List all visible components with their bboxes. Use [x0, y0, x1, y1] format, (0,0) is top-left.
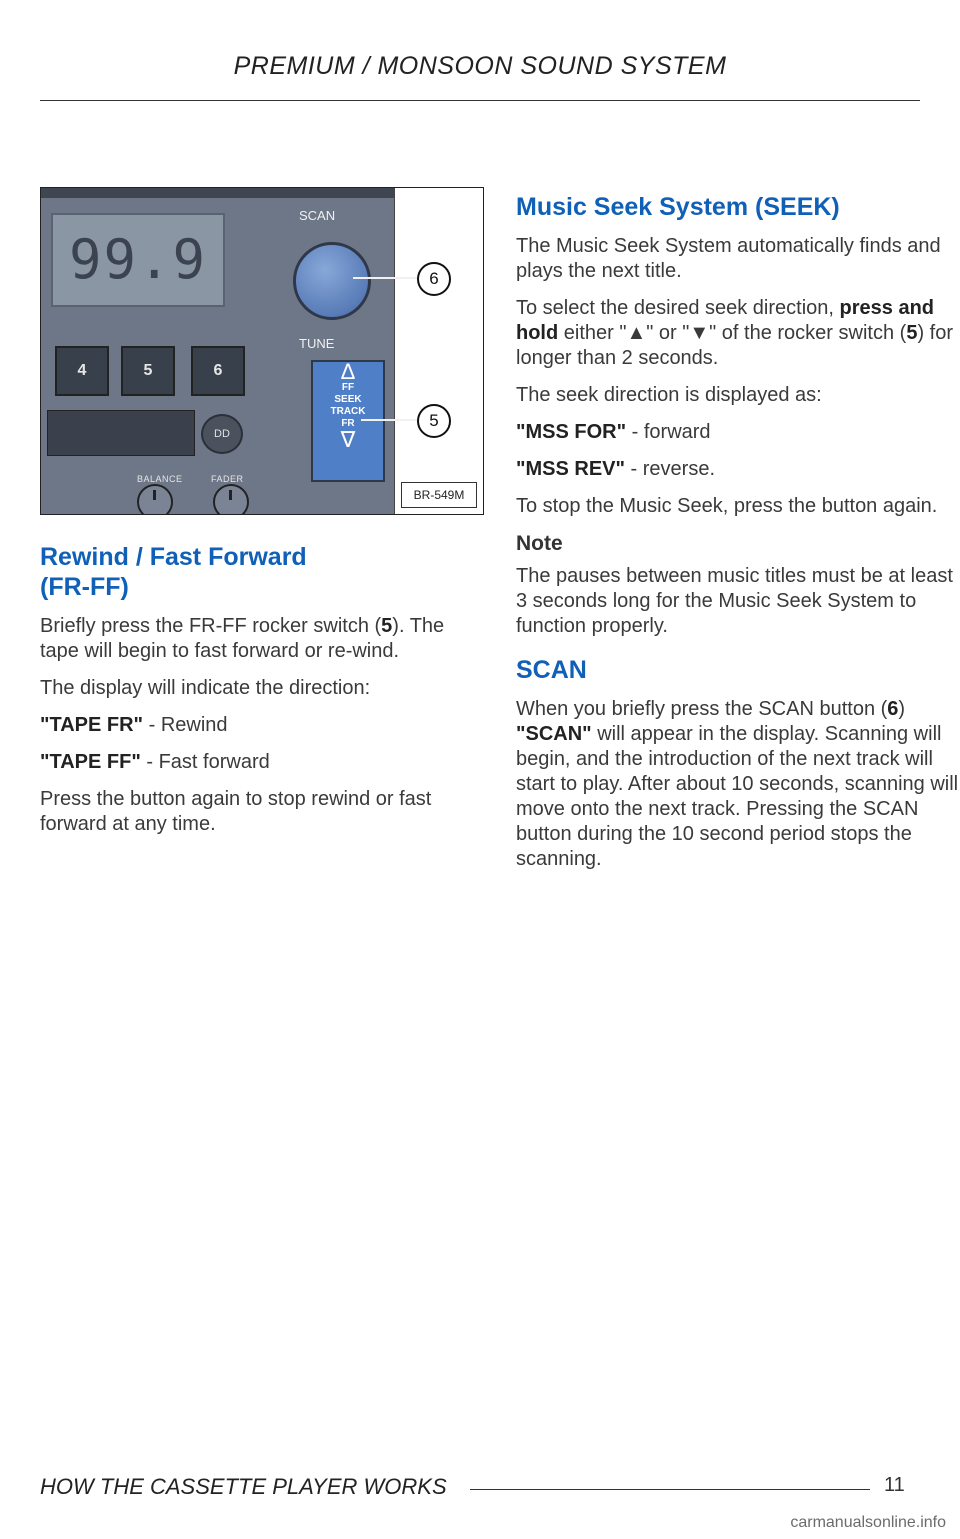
rewind-ff-title: Rewind / Fast Forward: [40, 543, 307, 571]
page-number: 11: [884, 1474, 905, 1496]
mss-rev-line: "MSS REV" - reverse.: [516, 458, 716, 480]
figure-white-margin: [394, 188, 483, 514]
balance-label: BALANCE: [137, 474, 183, 484]
scan-heading: SCAN: [516, 656, 587, 684]
callout-line-5: [361, 419, 417, 421]
page-header-title: PREMIUM / MONSOON SOUND SYSTEM: [233, 52, 727, 80]
tape-ff-line: "TAPE FF" - Fast forward: [40, 751, 270, 773]
rocker-label-seek: SEEK: [334, 394, 362, 405]
display-direction-text: The display will indicate the direction:: [40, 677, 371, 699]
header-rule: [40, 100, 920, 101]
tune-label: TUNE: [299, 336, 335, 351]
callout-6: 6: [417, 262, 451, 296]
callout-line-6: [353, 277, 417, 279]
preset-button-4: 4: [55, 346, 109, 396]
seek-intro: The Music Seek System automatically find…: [516, 235, 941, 282]
rewind-ff-heading: Rewind / Fast Forward (FR-FF): [40, 542, 484, 602]
scan-text: When you briefly press the SCAN button (…: [516, 698, 959, 870]
stop-rewind-text: Press the button again to stop rewind or…: [40, 788, 432, 835]
rocker-up-icon: Δ: [340, 359, 356, 384]
figure-code: BR-549M: [401, 482, 477, 508]
rocker-label-track: TRACK: [330, 406, 366, 417]
footer-rule: [470, 1489, 870, 1490]
footer-title: HOW THE CASSETTE PLAYER WORKS: [40, 1474, 447, 1499]
preset-button-6: 6: [191, 346, 245, 396]
music-seek-heading: Music Seek System (SEEK): [516, 193, 840, 221]
left-column: Rewind / Fast Forward (FR-FF) Briefly pr…: [40, 542, 484, 849]
preset-button-5: 5: [121, 346, 175, 396]
radio-panel-figure: 99.9 4 5 6 DD BALANCE FADER SCAN TUNE Δ …: [40, 187, 484, 515]
scan-button: [293, 242, 371, 320]
stop-seek-text: To stop the Music Seek, press the button…: [516, 495, 938, 517]
note-heading: Note: [516, 532, 563, 555]
panel-top-strip: [41, 188, 483, 198]
frequency-display: 99.9: [51, 213, 225, 307]
mss-for-line: "MSS FOR" - forward: [516, 421, 711, 443]
dolby-button: DD: [201, 414, 243, 454]
watermark: carmanualsonline.info: [790, 1514, 946, 1531]
rocker-label-ff: FF: [341, 382, 355, 393]
rewind-instructions: Briefly press the FR-FF rocker switch (5…: [40, 615, 445, 662]
note-text: The pauses between music titles must be …: [516, 565, 953, 637]
rewind-ff-title-code: (FR-FF): [40, 573, 129, 601]
ff-fr-rocker-switch: Δ FF SEEK TRACK FR ∇: [311, 360, 385, 482]
balance-knob: [137, 484, 173, 514]
fader-label: FADER: [211, 474, 244, 484]
rocker-down-icon: ∇: [340, 427, 356, 452]
rocker-label-fr: FR: [341, 418, 355, 429]
seek-displayed-as: The seek direction is displayed as:: [516, 384, 822, 406]
fader-knob: [213, 484, 249, 514]
scan-label: SCAN: [299, 208, 336, 223]
right-column: Music Seek System (SEEK) The Music Seek …: [516, 192, 960, 884]
callout-5: 5: [417, 404, 451, 438]
tape-fr-line: "TAPE FR" - Rewind: [40, 714, 228, 736]
cassette-slot: [47, 410, 195, 456]
seek-direction-text: To select the desired seek direction, pr…: [516, 297, 953, 369]
